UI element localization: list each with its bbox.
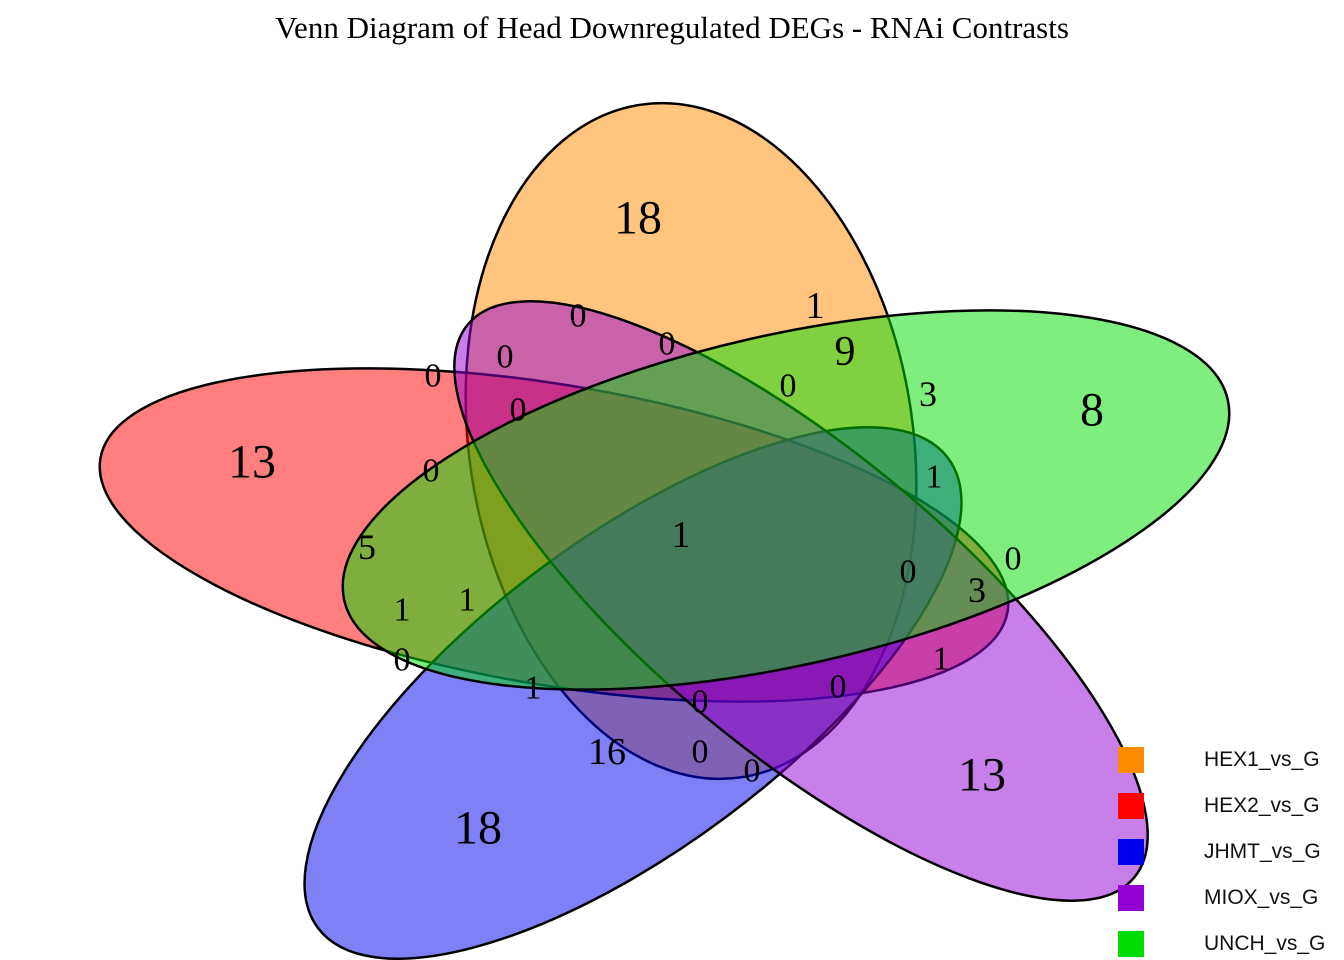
legend-label-jhmt: JHMT_vs_G	[1204, 840, 1321, 863]
region-count: 13	[958, 749, 1006, 802]
region-count: 0	[394, 642, 411, 679]
region-count: 9	[835, 329, 856, 375]
region-count: 0	[1005, 541, 1022, 578]
region-count: 0	[744, 753, 761, 790]
legend-item-jhmt: JHMT_vs_G	[1118, 829, 1325, 875]
region-count: 3	[919, 374, 937, 414]
legend-item-miox: MIOX_vs_G	[1118, 875, 1325, 921]
region-count: 1	[459, 582, 476, 619]
region-count: 0	[692, 734, 709, 771]
legend: HEX1_vs_G HEX2_vs_G JHMT_vs_G MIOX_vs_G UNCH…	[1118, 737, 1325, 960]
region-count: 0	[692, 684, 709, 721]
legend-swatch-hex2	[1118, 793, 1144, 819]
region-count: 1	[672, 514, 691, 556]
region-count: 5	[358, 527, 376, 567]
region-count: 1	[394, 592, 411, 629]
region-count: 18	[454, 802, 502, 855]
legend-item-hex2: HEX2_vs_G	[1118, 783, 1325, 829]
region-count: 0	[659, 326, 676, 363]
region-count: 8	[1080, 384, 1104, 437]
region-count: 3	[968, 570, 986, 610]
legend-item-hex1: HEX1_vs_G	[1118, 737, 1325, 783]
region-count: 16	[588, 731, 626, 773]
venn-ellipse-unch	[341, 309, 1231, 691]
region-count: 0	[425, 358, 442, 395]
region-count: 0	[497, 339, 514, 376]
legend-swatch-jhmt	[1118, 839, 1144, 865]
legend-swatch-hex1	[1118, 747, 1144, 773]
legend-label-hex2: HEX2_vs_G	[1204, 794, 1320, 817]
legend-label-unch: UNCH_vs_G	[1204, 932, 1326, 955]
region-count: 13	[228, 436, 276, 489]
region-count: 0	[780, 368, 797, 405]
legend-swatch-unch	[1118, 931, 1144, 957]
legend-label-hex1: HEX1_vs_G	[1204, 748, 1320, 771]
region-count: 0	[830, 669, 847, 706]
chart-title: Venn Diagram of Head Downregulated DEGs …	[275, 10, 1069, 45]
legend-label-miox: MIOX_vs_G	[1204, 886, 1319, 909]
region-count: 0	[510, 392, 527, 429]
region-count: 1	[933, 641, 950, 678]
region-count: 0	[900, 554, 917, 591]
legend-item-unch: UNCH_vs_G	[1118, 921, 1325, 960]
region-count: 18	[614, 192, 662, 245]
region-count: 0	[570, 298, 587, 335]
region-count: 1	[525, 670, 542, 707]
region-count: 1	[806, 285, 825, 327]
legend-swatch-miox	[1118, 885, 1144, 911]
region-count: 0	[423, 453, 440, 490]
region-count: 1	[926, 459, 943, 496]
